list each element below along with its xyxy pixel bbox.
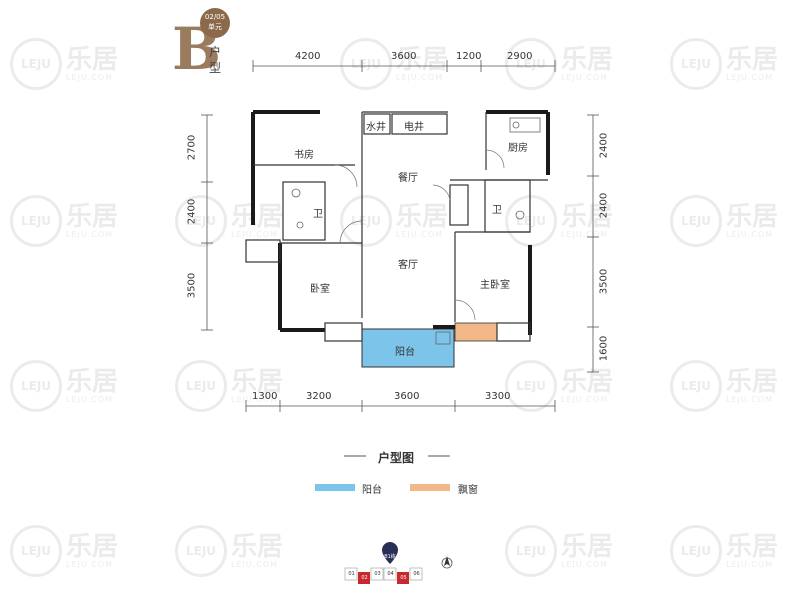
room-living: 客厅 bbox=[398, 260, 418, 271]
keyplan-unit-06: 06 bbox=[413, 571, 420, 577]
unit-type-word: 户型 bbox=[209, 45, 222, 75]
fixtures bbox=[291, 117, 541, 345]
keyplan-unit-01: 01 bbox=[348, 571, 355, 577]
room-elec-shaft: 电井 bbox=[404, 122, 424, 133]
walls bbox=[251, 110, 550, 335]
legend-swatch-balcony bbox=[315, 484, 355, 491]
keyplan-cell-03 bbox=[370, 567, 384, 581]
keyplan-unit-03: 03 bbox=[374, 571, 381, 577]
dimension-lines bbox=[201, 60, 599, 412]
dim-bottom-3: 3600 bbox=[394, 391, 420, 402]
keyplan-cell-01 bbox=[344, 567, 358, 581]
room-water-shaft: 水井 bbox=[366, 122, 386, 133]
room-balcony: 阳台 bbox=[395, 347, 415, 358]
room-bedroom: 卧室 bbox=[310, 284, 330, 295]
dim-top-2: 3600 bbox=[391, 51, 417, 62]
room-kitchen: 厨房 bbox=[508, 143, 528, 154]
legend-swatch-bay-window bbox=[410, 484, 450, 491]
room-master-bedroom: 主卧室 bbox=[480, 280, 510, 291]
room-bath-left: 卫 bbox=[313, 209, 323, 220]
room-bath-right: 卫 bbox=[492, 205, 502, 216]
keyplan-cell-02 bbox=[358, 572, 370, 584]
keyplan-marker: B1栋 bbox=[384, 554, 396, 560]
balcony-area bbox=[361, 328, 455, 368]
unit-badge: 02/05 单元 bbox=[200, 8, 230, 38]
unit-badge-line2: 单元 bbox=[208, 23, 222, 31]
legend-title: 户型图 bbox=[378, 451, 415, 465]
door-swings bbox=[334, 149, 505, 321]
dim-bottom-2: 3200 bbox=[306, 391, 332, 402]
dim-bottom-4: 3300 bbox=[485, 391, 511, 402]
keyplan-cell-06 bbox=[409, 567, 423, 581]
dim-bottom-1: 1300 bbox=[252, 391, 278, 402]
room-dining: 餐厅 bbox=[398, 173, 418, 184]
keyplan-unit-05: 05 bbox=[400, 575, 407, 581]
legend-label-bay-window: 飘窗 bbox=[458, 485, 478, 496]
keyplan-cell-05 bbox=[397, 572, 409, 584]
dim-top-3: 1200 bbox=[456, 51, 482, 62]
room-study: 书房 bbox=[294, 150, 314, 161]
dim-top-1: 4200 bbox=[295, 51, 321, 62]
keyplan-cell-04 bbox=[383, 567, 397, 581]
north-arrow-icon bbox=[441, 556, 453, 569]
unit-badge-line1: 02/05 bbox=[204, 13, 226, 21]
dim-top-4: 2900 bbox=[507, 51, 533, 62]
legend-label-balcony: 阳台 bbox=[362, 485, 382, 496]
keyplan-unit-02: 02 bbox=[361, 575, 368, 581]
location-pin-icon bbox=[382, 542, 398, 564]
keyplan-unit-04: 04 bbox=[387, 571, 394, 577]
